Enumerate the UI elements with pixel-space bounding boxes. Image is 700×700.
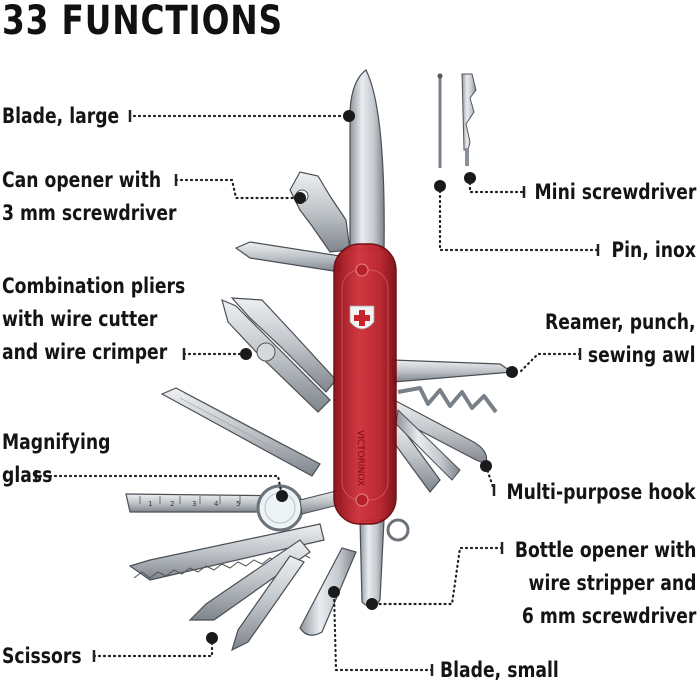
- scissors-tool: [188, 539, 311, 652]
- callout-mini-screwdriver: Mini screwdriver: [534, 176, 696, 209]
- multi-purpose-hook-tool: [393, 398, 488, 465]
- callout-text: Pin, inox: [611, 238, 696, 262]
- ruler-number: 3: [192, 500, 196, 508]
- red-handle: VICTORINOX: [333, 243, 397, 525]
- ruler-number: 1: [148, 500, 152, 508]
- magnifying-glass-tool: [256, 484, 343, 532]
- callout-text: Can opener with: [2, 168, 162, 192]
- callout-text: Combination pliers: [2, 274, 186, 298]
- callout-text: Scissors: [2, 644, 82, 668]
- callout-text: Blade, small: [440, 658, 559, 682]
- callout-scissors: Scissors: [2, 640, 82, 673]
- handle-engraving: VICTORINOX: [355, 430, 365, 486]
- callout-text: Bottle opener with: [514, 538, 696, 562]
- callout-text: Multi-purpose hook: [506, 480, 696, 504]
- callout-text: Magnifying: [2, 430, 111, 454]
- callout-pin: Pin, inox: [612, 234, 696, 267]
- nail-file-tool: [160, 387, 321, 477]
- callout-blade-large: Blade, large: [2, 100, 119, 133]
- can-opener-tool: [289, 171, 351, 253]
- callout-text: Reamer, punch,: [545, 310, 696, 334]
- corkscrew-tool: [397, 386, 498, 414]
- callout-magnifying-glass: Magnifying glass: [2, 426, 110, 492]
- mini-screwdriver-tool: [461, 73, 477, 166]
- callout-pliers: Combination pliers with wire cutter and …: [2, 270, 185, 369]
- bottle-opener-tool: [359, 519, 385, 608]
- keyring: [386, 518, 410, 542]
- small-blade: [299, 547, 357, 636]
- leader-ticks: [34, 110, 600, 676]
- leader-dots: [206, 110, 518, 644]
- page-title: 33 FUNCTIONS: [2, 0, 284, 44]
- callout-blade-small: Blade, small: [440, 654, 559, 687]
- reamer-tool: [391, 359, 514, 383]
- pliers-tool: [221, 297, 337, 413]
- ruler-number: 5: [236, 500, 240, 508]
- callout-reamer: Reamer, punch, sewing awl: [545, 306, 696, 372]
- callout-text: with wire cutter: [2, 307, 158, 331]
- callout-text: 6 mm screwdriver: [521, 604, 696, 628]
- callout-text: Mini screwdriver: [534, 180, 696, 204]
- callout-text: sewing awl: [588, 343, 696, 367]
- ruler-number: 2: [170, 500, 174, 508]
- callout-text: 3 mm screwdriver: [2, 201, 177, 225]
- pin-tool: [437, 73, 443, 168]
- callout-text: and wire crimper: [2, 340, 168, 364]
- large-blade: [349, 69, 385, 251]
- ruler-number: 4: [214, 500, 219, 508]
- callout-text: wire stripper and: [528, 571, 696, 595]
- callout-hook: Multi-purpose hook: [507, 476, 696, 509]
- callout-text: Blade, large: [2, 104, 120, 128]
- callout-text: glass: [2, 463, 53, 487]
- wood-saw-tool: [128, 523, 325, 581]
- callout-can-opener: Can opener with 3 mm screwdriver: [2, 164, 177, 230]
- callout-bottle-opener: Bottle opener with wire stripper and 6 m…: [514, 534, 696, 633]
